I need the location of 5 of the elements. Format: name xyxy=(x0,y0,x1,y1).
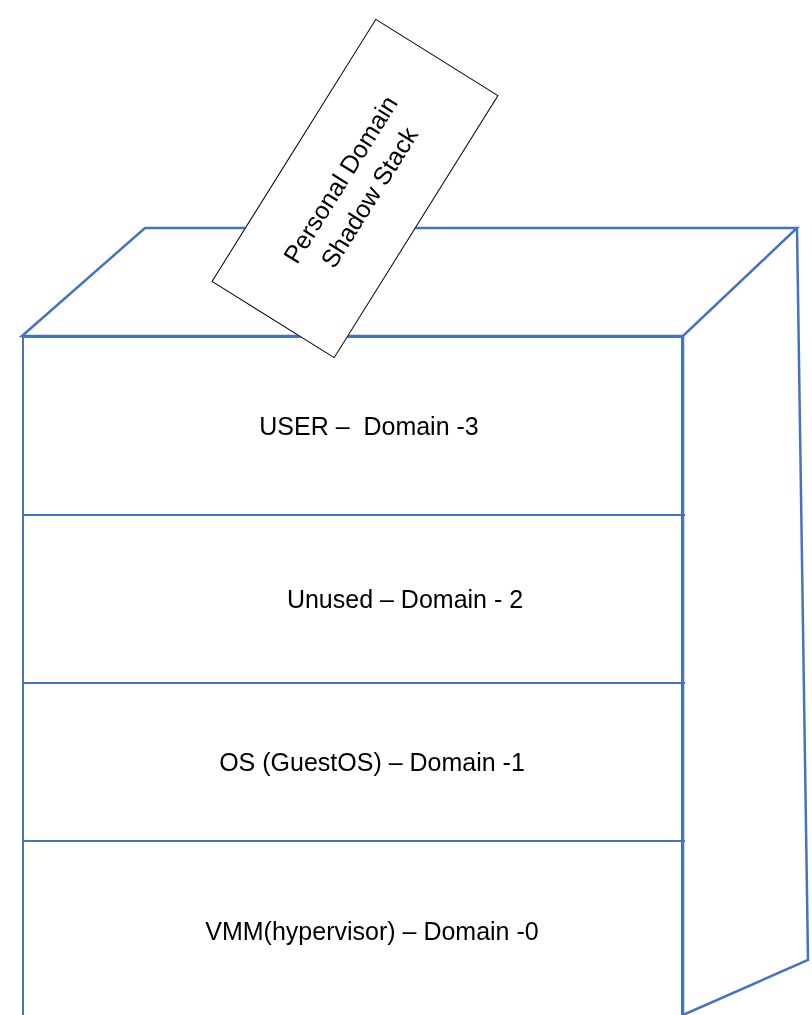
layer-label: VMM(hypervisor) – Domain -0 xyxy=(205,916,539,945)
layer-label: OS (GuestOS) – Domain -1 xyxy=(219,747,525,777)
stack-box xyxy=(22,336,683,1015)
layer-label: USER – Domain -3 xyxy=(259,411,479,441)
layer-label: Unused – Domain - 2 xyxy=(286,584,524,614)
